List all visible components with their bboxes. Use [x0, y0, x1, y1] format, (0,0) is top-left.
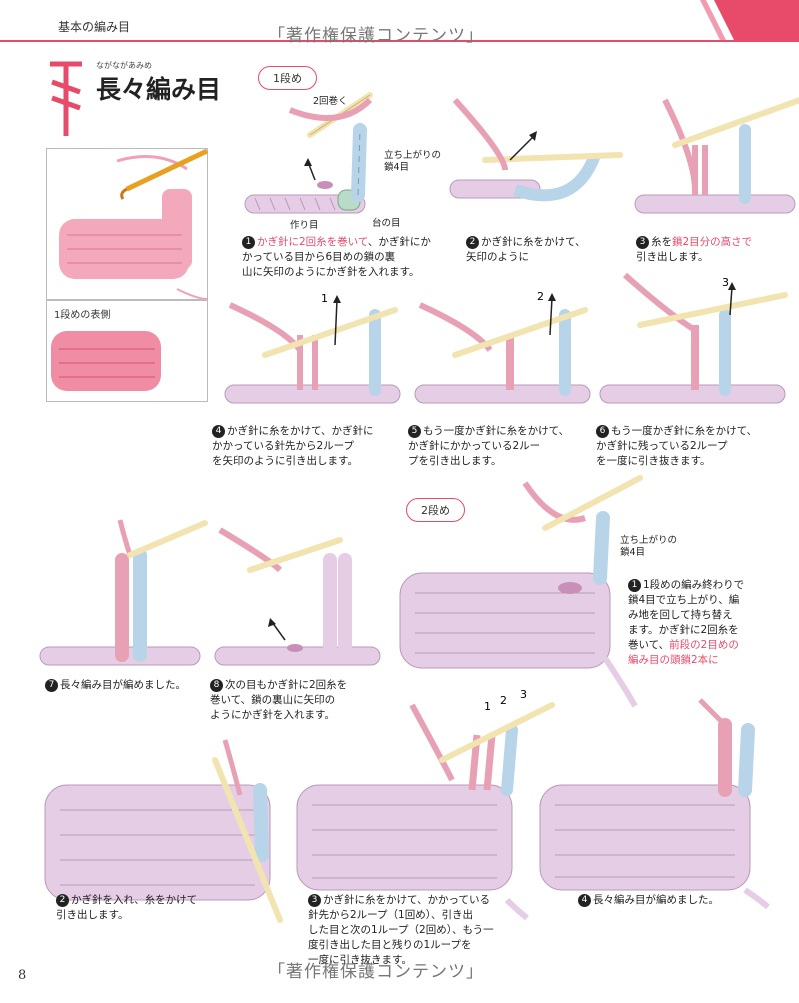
row2-step3-marker-2: 2: [500, 694, 507, 707]
label-wrap-twice: 2回巻く: [313, 96, 348, 107]
header-rule: [0, 40, 799, 42]
watermark-bottom: 「著作権保護コンテンツ」: [268, 962, 484, 982]
row2-step3-marker-3: 3: [520, 688, 527, 701]
diagram-row2-step2: [44, 739, 283, 923]
step5-marker: 2: [537, 290, 544, 303]
row2-step3-marker-1: 1: [484, 700, 491, 713]
row1-pill: 1段め: [258, 66, 317, 90]
step6-marker: 3: [722, 276, 729, 289]
row2-pill: 2段め: [406, 498, 465, 522]
page-title: 長々編み目: [96, 75, 222, 104]
step4-marker: 1: [321, 292, 328, 305]
photo-caption: 1段めの表側: [54, 310, 111, 321]
diagram-row1-step3: [634, 97, 799, 214]
header-accent-tab: [700, 0, 799, 40]
diagram-row1-step8: [214, 527, 381, 666]
diagram-row1-step2: [449, 97, 623, 202]
diagram-row1-step5: 2: [414, 290, 591, 404]
title-ruby: ながながあみめ: [96, 61, 152, 70]
photo-swatch-with-hook: [46, 148, 209, 300]
row2-label-turning-chain: 立ち上がりの 鎖4目: [620, 535, 678, 558]
page-number: 8: [18, 968, 27, 983]
diagram-row2-step1: [399, 475, 643, 708]
label-turning-chain: 立ち上がりの 鎖4目: [384, 150, 442, 173]
label-base-stitch: 台の目: [372, 218, 401, 229]
diagram-row1-step1: [244, 92, 373, 214]
diagram-row2-step4: [539, 698, 770, 910]
label-foundation: 作り目: [290, 220, 319, 231]
diagram-row1-step4: 1: [224, 292, 401, 404]
diagram-row2-step3: 1 2 3: [296, 688, 555, 921]
diagram-row1-step6: 3: [599, 272, 788, 404]
stitch-symbol-icon: [50, 61, 82, 136]
watermark-top: 「著作権保護コンテンツ」: [268, 26, 484, 46]
section-label: 基本の編み目: [58, 20, 131, 34]
diagram-row1-step7: [39, 519, 208, 666]
photo-swatch-front: [46, 300, 208, 402]
